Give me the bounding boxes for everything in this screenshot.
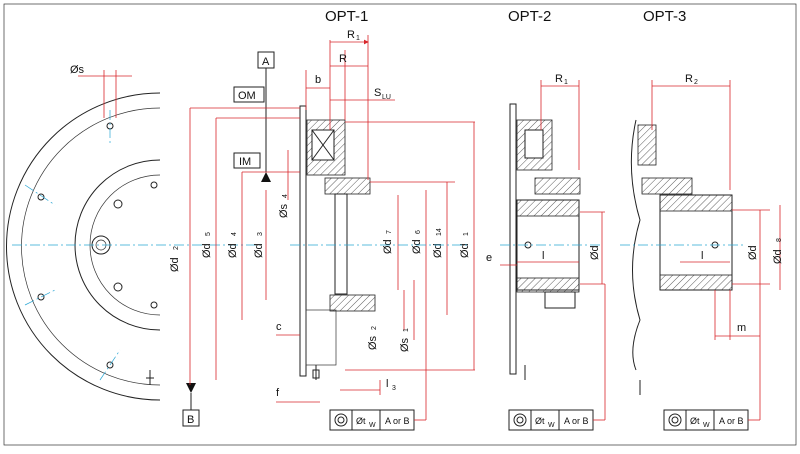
dim-s2: Øs (367, 335, 379, 350)
dim-f: f (276, 387, 280, 399)
dim-R1-sub: 1 (356, 35, 360, 42)
tol-symbol: Øt (356, 416, 366, 426)
opt3-section: OPT-3 R 2 l Ød Ød 8 m (620, 8, 784, 431)
dim-d4-sub: 4 (231, 232, 238, 236)
opt2-section: OPT-2 R 1 e l Ød Øt W A (486, 8, 606, 431)
opt3-tolerance-box: Øt W A or B (663, 409, 749, 431)
dim-d4: Ød (227, 243, 239, 258)
bolt-hole (106, 361, 114, 369)
front-view: Øs (6, 64, 260, 401)
hub-hole (150, 301, 158, 309)
dim-s4: Øs (278, 203, 290, 218)
bolt-hole (37, 193, 45, 201)
dim-m: m (737, 322, 746, 334)
tol-ref: A or B (385, 416, 410, 426)
om-label: OM (238, 90, 256, 102)
bolt-hole (37, 293, 45, 301)
opt2-title: OPT-2 (508, 8, 551, 25)
tol-symbol: Øt (535, 416, 545, 426)
dim-d1-sub: 1 (463, 232, 470, 236)
dim-c: c (276, 321, 282, 333)
flange-plate (299, 105, 307, 377)
tol-sub: W (548, 422, 555, 429)
opt1-section: OPT-1 A B OM IM R 1 (169, 8, 475, 431)
dim-d5-sub: 5 (205, 232, 212, 236)
dim-R1: R (347, 29, 355, 41)
datum-b-triangle (186, 383, 196, 393)
dim-opt2-R1-sub: 1 (564, 79, 568, 86)
dim-l3: l (386, 378, 388, 390)
dim-s1-sub: 1 (403, 328, 410, 332)
hub-lower (329, 294, 376, 312)
dim-d1: Ød (459, 243, 471, 258)
dim-SLU: S (374, 87, 381, 99)
datum-a-triangle (261, 172, 271, 182)
im-box (233, 152, 261, 169)
dim-e: e (486, 252, 492, 264)
dim-d2-sub: 2 (173, 246, 180, 250)
dim-d3-sub: 3 (257, 232, 264, 236)
dim-d5: Ød (201, 243, 213, 258)
dim-s: Øs (70, 64, 85, 76)
im-label: IM (239, 156, 251, 168)
dim-SLU-sub: LU (382, 94, 391, 101)
dim-s1: Øs (399, 337, 411, 352)
hub-upper (324, 177, 371, 195)
dim-opt2-R1: R (555, 73, 563, 85)
opt3-title: OPT-3 (643, 8, 686, 25)
dim-d14: Ød (432, 243, 444, 258)
tol-sub: W (703, 422, 710, 429)
shaft (334, 193, 348, 295)
dim-d2: Ød (169, 257, 181, 272)
dim-l-opt3: l (701, 250, 703, 262)
dim-d6: Ød (411, 239, 423, 254)
dim-d7-sub: 7 (386, 230, 393, 234)
hub-hole (150, 181, 158, 189)
opt1-tolerance-box: Øt W A or B (329, 409, 415, 431)
tol-ref: A or B (564, 416, 589, 426)
datum-a: A (262, 56, 270, 68)
dim-d6-sub: 6 (415, 230, 422, 234)
dim-d7: Ød (382, 239, 394, 254)
dim-b: b (315, 74, 321, 86)
opt2-tolerance-box: Øt W A or B (508, 409, 594, 431)
dim-opt3-R2: R (685, 73, 693, 85)
drawing-frame (3, 3, 797, 446)
datum-b: B (187, 414, 194, 426)
dim-d8: Ød (772, 249, 784, 264)
hub-hole (113, 199, 123, 209)
dim-s2-sub: 2 (371, 326, 378, 330)
dim-l-opt2: l (542, 250, 544, 262)
dim-d3: Ød (253, 243, 265, 258)
dim-s4-sub: 4 (282, 194, 289, 198)
dim-d8-sub: 8 (776, 238, 783, 242)
hub-hole (113, 282, 123, 292)
tol-symbol: Øt (690, 416, 700, 426)
dim-R: R (339, 53, 347, 65)
dim-opt3-R2-sub: 2 (694, 79, 698, 86)
tol-sub: W (369, 422, 376, 429)
dim-d14-sub: 14 (436, 228, 443, 236)
om-box (233, 86, 265, 103)
dim-l3-sub: 3 (392, 385, 396, 392)
opt1-title: OPT-1 (325, 8, 368, 25)
bolt-circle-arc (21, 107, 161, 386)
tol-ref: A or B (719, 416, 744, 426)
outer-flange-arc (6, 92, 161, 401)
dim-d-opt3: Ød (747, 245, 759, 260)
dim-d-opt2: Ød (589, 245, 601, 260)
